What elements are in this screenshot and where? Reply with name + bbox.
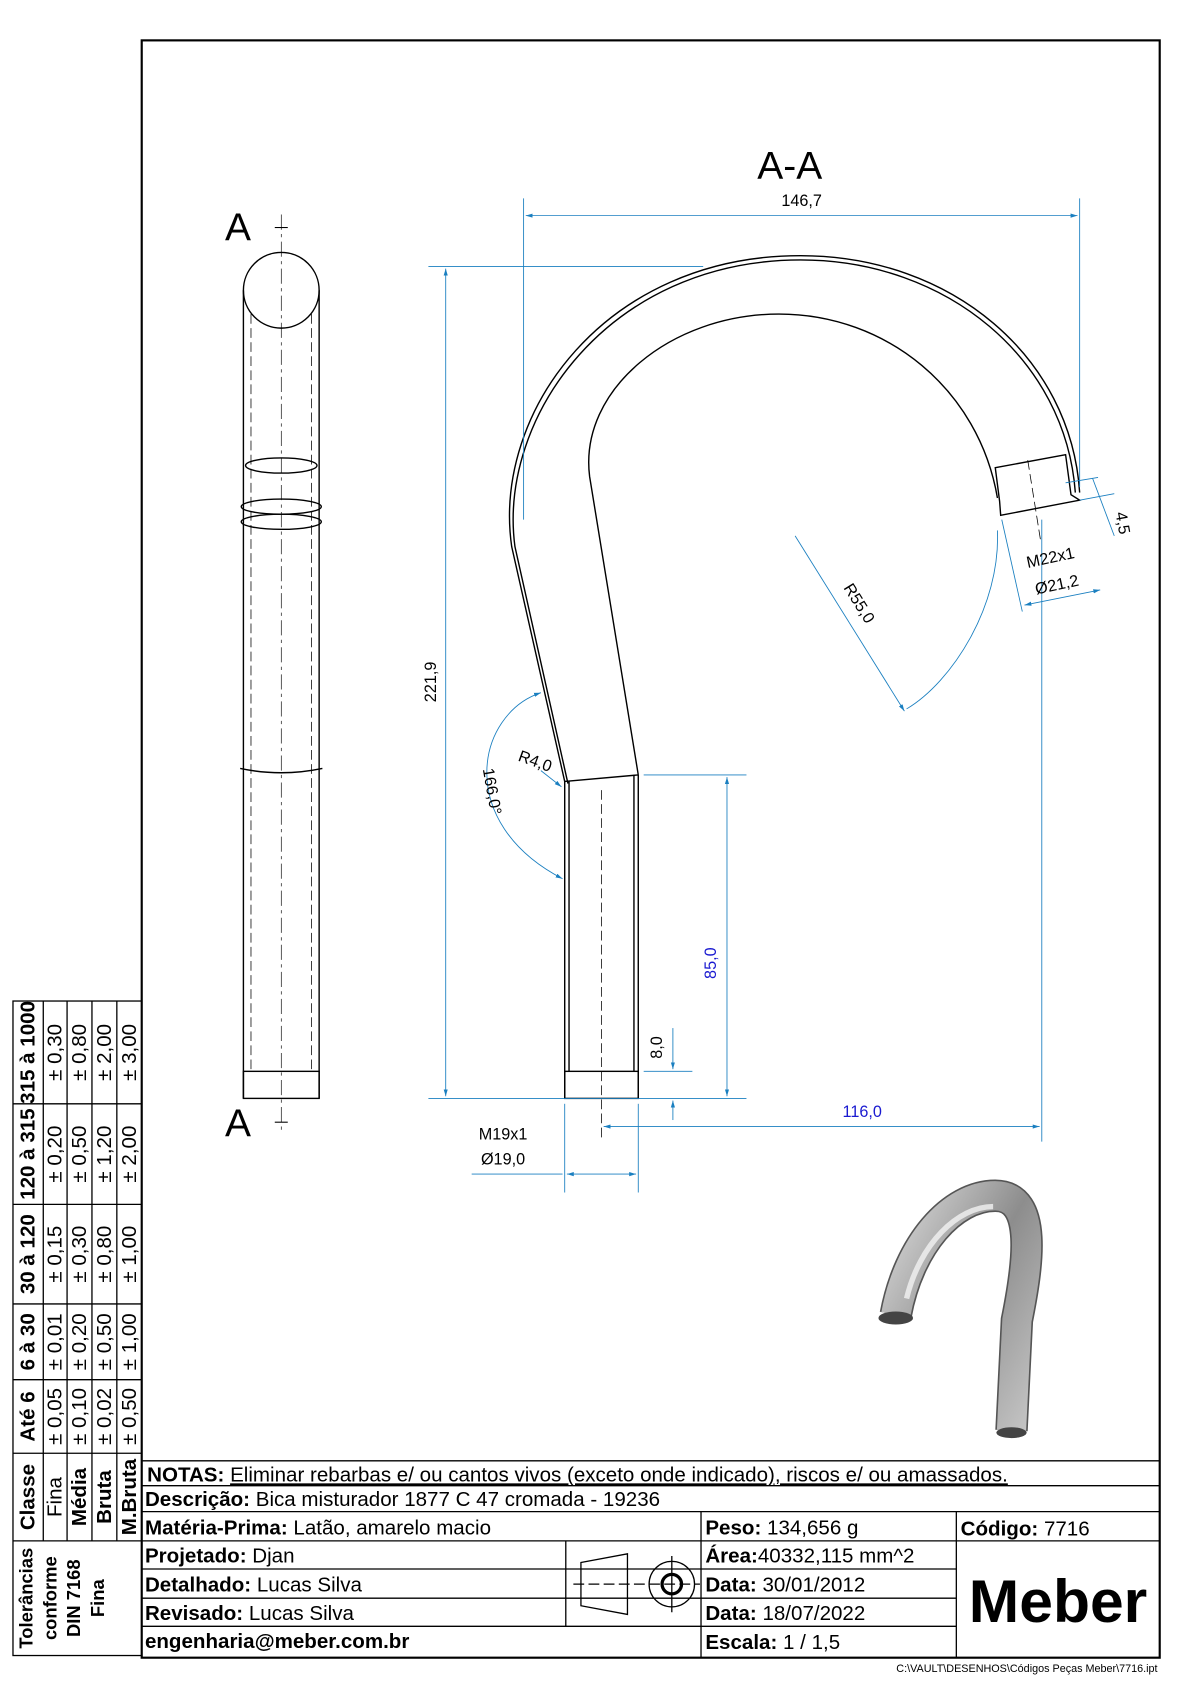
tolerance-value: ± 1,00: [118, 1226, 141, 1283]
title-block: NOTAS: Eliminar rebarbas e/ ou cantos vi…: [141, 1460, 1160, 1658]
class-name: M.Bruta: [118, 1458, 141, 1535]
dim-bottom-diameter: Ø19,0: [481, 1150, 525, 1168]
dim-bottom-thread: M19x1: [479, 1125, 528, 1143]
projection-symbol-icon: [573, 1553, 700, 1616]
material: Matéria-Prima: Latão, amarelo macio: [145, 1516, 491, 1539]
detailed-by: Detalhado: Lucas Silva: [145, 1574, 363, 1597]
range-header: 315 à 1000: [17, 1001, 40, 1104]
dim-angle: 166,0°: [479, 767, 505, 816]
part-code: Código: 7716: [961, 1517, 1090, 1540]
dim-thread-length-bottom: 8,0: [648, 1036, 666, 1059]
class-name: Média: [68, 1467, 91, 1526]
class-header: Classe: [17, 1464, 40, 1530]
dimensions: 146,7 221,9 85,0 8,0 116,0 M19x1 Ø19,0 4…: [422, 192, 1133, 1193]
dim-top-thread-length: 4,5: [1112, 510, 1134, 535]
weight: Peso: 134,656 g: [705, 1516, 858, 1539]
range-header: 30 à 120: [17, 1214, 40, 1294]
dim-bend-radius: R55,0: [840, 580, 878, 626]
tolerance-value: ± 0,15: [44, 1226, 67, 1283]
side-view: A A: [225, 207, 323, 1145]
range-header: Até 6: [17, 1391, 40, 1441]
description: Descrição: Bica misturador 1877 C 47 cro…: [145, 1488, 660, 1511]
revision-date: Data: 18/07/2022: [705, 1602, 865, 1625]
cut-marker-bottom: A: [225, 1102, 251, 1145]
tolerance-title-line: Tolerâncias: [15, 1548, 36, 1649]
tolerance-value: ± 0,80: [68, 1024, 91, 1081]
dim-small-radius: R4,0: [516, 747, 554, 776]
tolerance-value: ± 0,10: [68, 1388, 91, 1445]
class-name: Fina: [44, 1476, 67, 1517]
tolerance-value: ± 3,00: [118, 1024, 141, 1081]
tolerance-value: ± 2,00: [93, 1024, 116, 1081]
area: Área:40332,115 mm^2: [705, 1544, 914, 1567]
dim-offset: 116,0: [843, 1103, 882, 1121]
tolerance-value: ± 2,00: [118, 1126, 141, 1183]
tolerance-value: ± 0,50: [93, 1313, 116, 1370]
cut-marker-top: A: [225, 207, 251, 250]
revised-by: Revisado: Lucas Silva: [145, 1602, 355, 1625]
range-header: 6 à 30: [17, 1313, 40, 1370]
tolerance-value: ± 0,02: [93, 1388, 116, 1445]
tolerance-title-line: Fina: [87, 1579, 108, 1618]
tolerance-value: ± 0,80: [93, 1226, 116, 1283]
isometric-render: [878, 1179, 1043, 1439]
notes: NOTAS: Eliminar rebarbas e/ ou cantos vi…: [147, 1463, 1008, 1486]
company-logo: Meber: [969, 1567, 1147, 1635]
tolerance-value: ± 0,20: [68, 1313, 91, 1370]
tolerance-value: ± 0,50: [118, 1388, 141, 1445]
creation-date: Data: 30/01/2012: [705, 1574, 865, 1597]
tolerance-value: ± 1,00: [118, 1313, 141, 1370]
email: engenharia@meber.com.br: [145, 1630, 409, 1653]
drawing-frame: [140, 39, 1161, 1659]
dim-height-total: 221,9: [422, 662, 440, 703]
designed-by: Projetado: Djan: [145, 1544, 295, 1567]
file-path: C:\VAULT\DESENHOS\Códigos Peças Meber\77…: [896, 1663, 1157, 1675]
tolerance-value: ± 0,30: [44, 1024, 67, 1081]
tolerance-value: ± 0,30: [68, 1226, 91, 1283]
dim-straight-length: 85,0: [702, 947, 720, 979]
class-name: Bruta: [93, 1470, 116, 1524]
range-header: 120 à 315: [17, 1108, 40, 1199]
section-view: A-A: [508, 145, 1082, 1142]
tolerance-value: ± 0,01: [44, 1313, 67, 1370]
dim-width-total: 146,7: [781, 192, 822, 210]
dim-top-thread: M22x1: [1025, 544, 1076, 572]
tolerance-value: ± 0,05: [44, 1388, 67, 1445]
tolerance-value: ± 0,50: [68, 1126, 91, 1183]
tolerance-table: Classe Até 6 6 à 30 30 à 120 120 à 315 315 à …: [12, 1000, 143, 1657]
tolerance-title-line: DIN 7168: [63, 1559, 84, 1637]
tolerance-title-line: conforme: [39, 1556, 60, 1640]
tolerance-value: ± 1,20: [93, 1126, 116, 1183]
dim-top-diameter: Ø21,2: [1033, 572, 1080, 599]
scale: Escala: 1 / 1,5: [705, 1631, 840, 1654]
tolerance-value: ± 0,20: [44, 1126, 67, 1183]
section-label: A-A: [757, 145, 822, 188]
